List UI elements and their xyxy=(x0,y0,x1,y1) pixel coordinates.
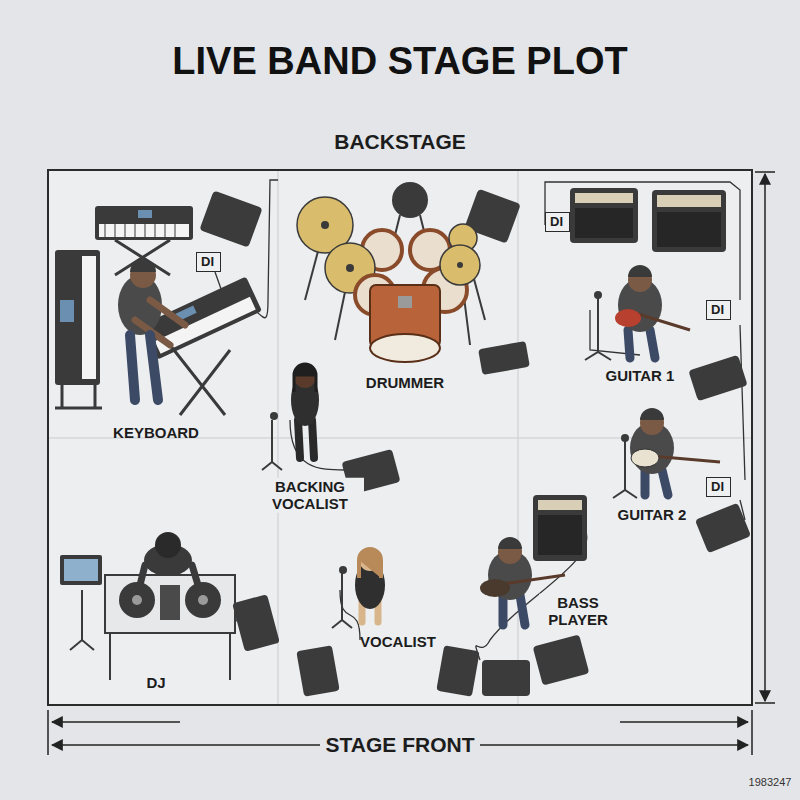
performer-label: DRUMMER xyxy=(366,374,444,391)
di-box: DI xyxy=(706,300,731,320)
di-box: DI xyxy=(706,477,731,497)
di-label: DI xyxy=(711,302,726,318)
id-number: 1983247 xyxy=(749,776,792,789)
performer-label: VOCALIST xyxy=(360,633,436,650)
di-box: DI xyxy=(196,252,221,272)
di-label: DI xyxy=(550,214,565,230)
di-label: DI xyxy=(711,479,726,495)
performer-label: BASS PLAYER xyxy=(539,594,617,629)
performer-label: GUITAR 2 xyxy=(618,506,687,523)
di-box: DI xyxy=(545,212,570,232)
performer-label: DJ xyxy=(146,674,165,691)
performer-label: BACKING VOCALIST xyxy=(256,478,364,513)
stage-front-label: STAGE FRONT xyxy=(322,733,479,757)
performer-label: GUITAR 1 xyxy=(606,367,675,384)
title: LIVE BAND STAGE PLOT xyxy=(172,40,627,84)
di-label: DI xyxy=(201,254,216,270)
performer-label: KEYBOARD xyxy=(113,424,199,441)
area-label: BACKSTAGE xyxy=(334,130,465,154)
